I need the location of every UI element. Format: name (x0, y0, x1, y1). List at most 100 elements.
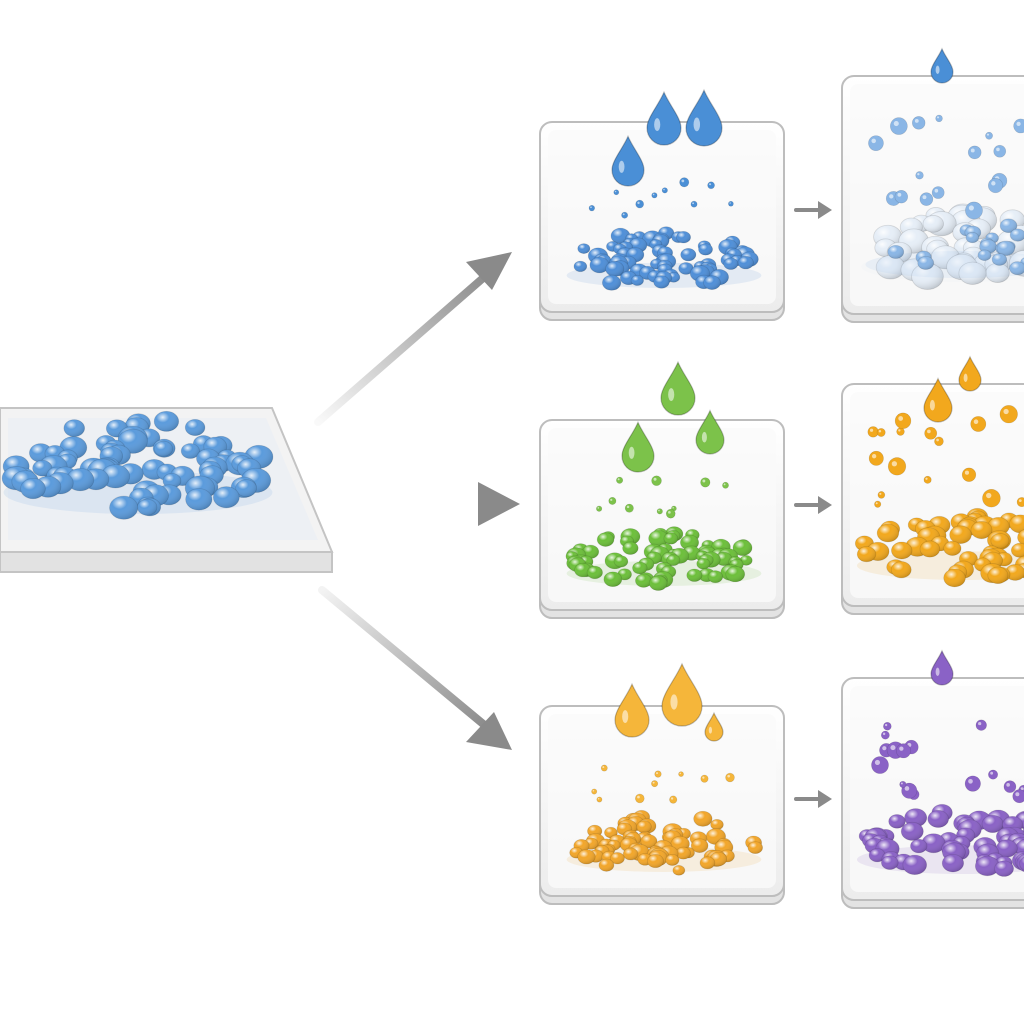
droplet-icon (704, 711, 724, 742)
droplet-icon (930, 47, 954, 84)
bead (985, 262, 1010, 283)
stage2-bead-pile (854, 507, 1024, 588)
branch-3 (539, 649, 1024, 909)
bead (904, 808, 928, 828)
bead (582, 544, 600, 559)
bead (1010, 542, 1024, 558)
bead (137, 498, 158, 516)
bead (977, 249, 992, 261)
bead (917, 256, 935, 270)
bead (987, 566, 1009, 584)
bead (1009, 261, 1024, 276)
bead (635, 573, 653, 588)
bead (212, 486, 240, 509)
stage1-bead-pile (566, 226, 762, 291)
bead (707, 570, 724, 584)
source-tray (0, 407, 334, 573)
branch-2 (539, 355, 1024, 619)
bead (919, 540, 941, 558)
bead (690, 838, 709, 853)
bead (640, 834, 658, 849)
stage1-panel (539, 121, 785, 321)
bead (990, 533, 1010, 549)
stage-arrow (794, 790, 832, 808)
droplet-icon (621, 420, 655, 473)
bead (693, 810, 713, 827)
bead (109, 495, 139, 520)
stage1-panel (539, 705, 785, 905)
bead (927, 810, 950, 828)
bead (995, 839, 1018, 858)
bead (598, 858, 615, 872)
droplet-icon (611, 134, 645, 187)
falling-droplets (868, 114, 1024, 220)
bead (996, 240, 1016, 256)
bead (235, 479, 257, 498)
bead (900, 821, 924, 841)
bead (876, 523, 900, 543)
bead (601, 274, 622, 291)
bead (622, 541, 639, 555)
bead (910, 838, 928, 854)
branch-arrows (314, 252, 520, 750)
bead (747, 841, 763, 855)
bead (648, 575, 668, 591)
bead (891, 541, 913, 560)
stage-arrow (794, 496, 832, 514)
bead (573, 260, 588, 273)
bead (680, 248, 697, 262)
stage1-bead-pile (565, 526, 762, 591)
bead (603, 571, 623, 588)
bead (921, 833, 946, 854)
bead (32, 459, 53, 477)
bead (20, 478, 46, 500)
bead (153, 440, 174, 457)
bead (596, 532, 615, 547)
stage-arrow (794, 201, 832, 219)
bead (180, 443, 200, 459)
bead (613, 555, 629, 568)
bead (888, 814, 906, 829)
bead (636, 820, 652, 834)
stage2-bead-pile (857, 803, 1024, 877)
bead (970, 520, 993, 540)
bead (902, 854, 928, 876)
bead (737, 255, 754, 270)
bead (184, 418, 206, 436)
droplet-icon (958, 355, 982, 392)
bead (679, 534, 700, 551)
droplet-icon (646, 90, 682, 146)
droplet-icon (614, 682, 650, 738)
bead (958, 261, 987, 285)
bead (653, 275, 670, 289)
droplet-icon (923, 377, 953, 423)
bead (943, 568, 966, 588)
branch-panels (539, 47, 1024, 909)
droplet-icon (930, 649, 954, 686)
falling-droplets (591, 764, 735, 804)
arrow-to-middle-branch (318, 482, 520, 526)
bead (994, 860, 1014, 877)
bead (1009, 228, 1024, 242)
bead (577, 849, 596, 865)
bead (725, 565, 746, 583)
arrow-to-top-branch (314, 252, 512, 426)
bead (881, 855, 899, 870)
droplet-icon (695, 409, 725, 455)
bead (890, 561, 912, 579)
bead (604, 826, 618, 839)
bead (1019, 856, 1024, 871)
bead (991, 253, 1008, 266)
bead (666, 554, 681, 567)
falling-droplets (871, 719, 1024, 804)
source-beads (1, 410, 274, 520)
bead (703, 275, 721, 290)
bead (949, 525, 972, 545)
stage2-bead-highlights (865, 218, 1024, 278)
bead (999, 218, 1018, 233)
bead (672, 865, 686, 876)
bead (586, 565, 603, 580)
bead (1009, 514, 1024, 534)
bead (732, 539, 753, 557)
